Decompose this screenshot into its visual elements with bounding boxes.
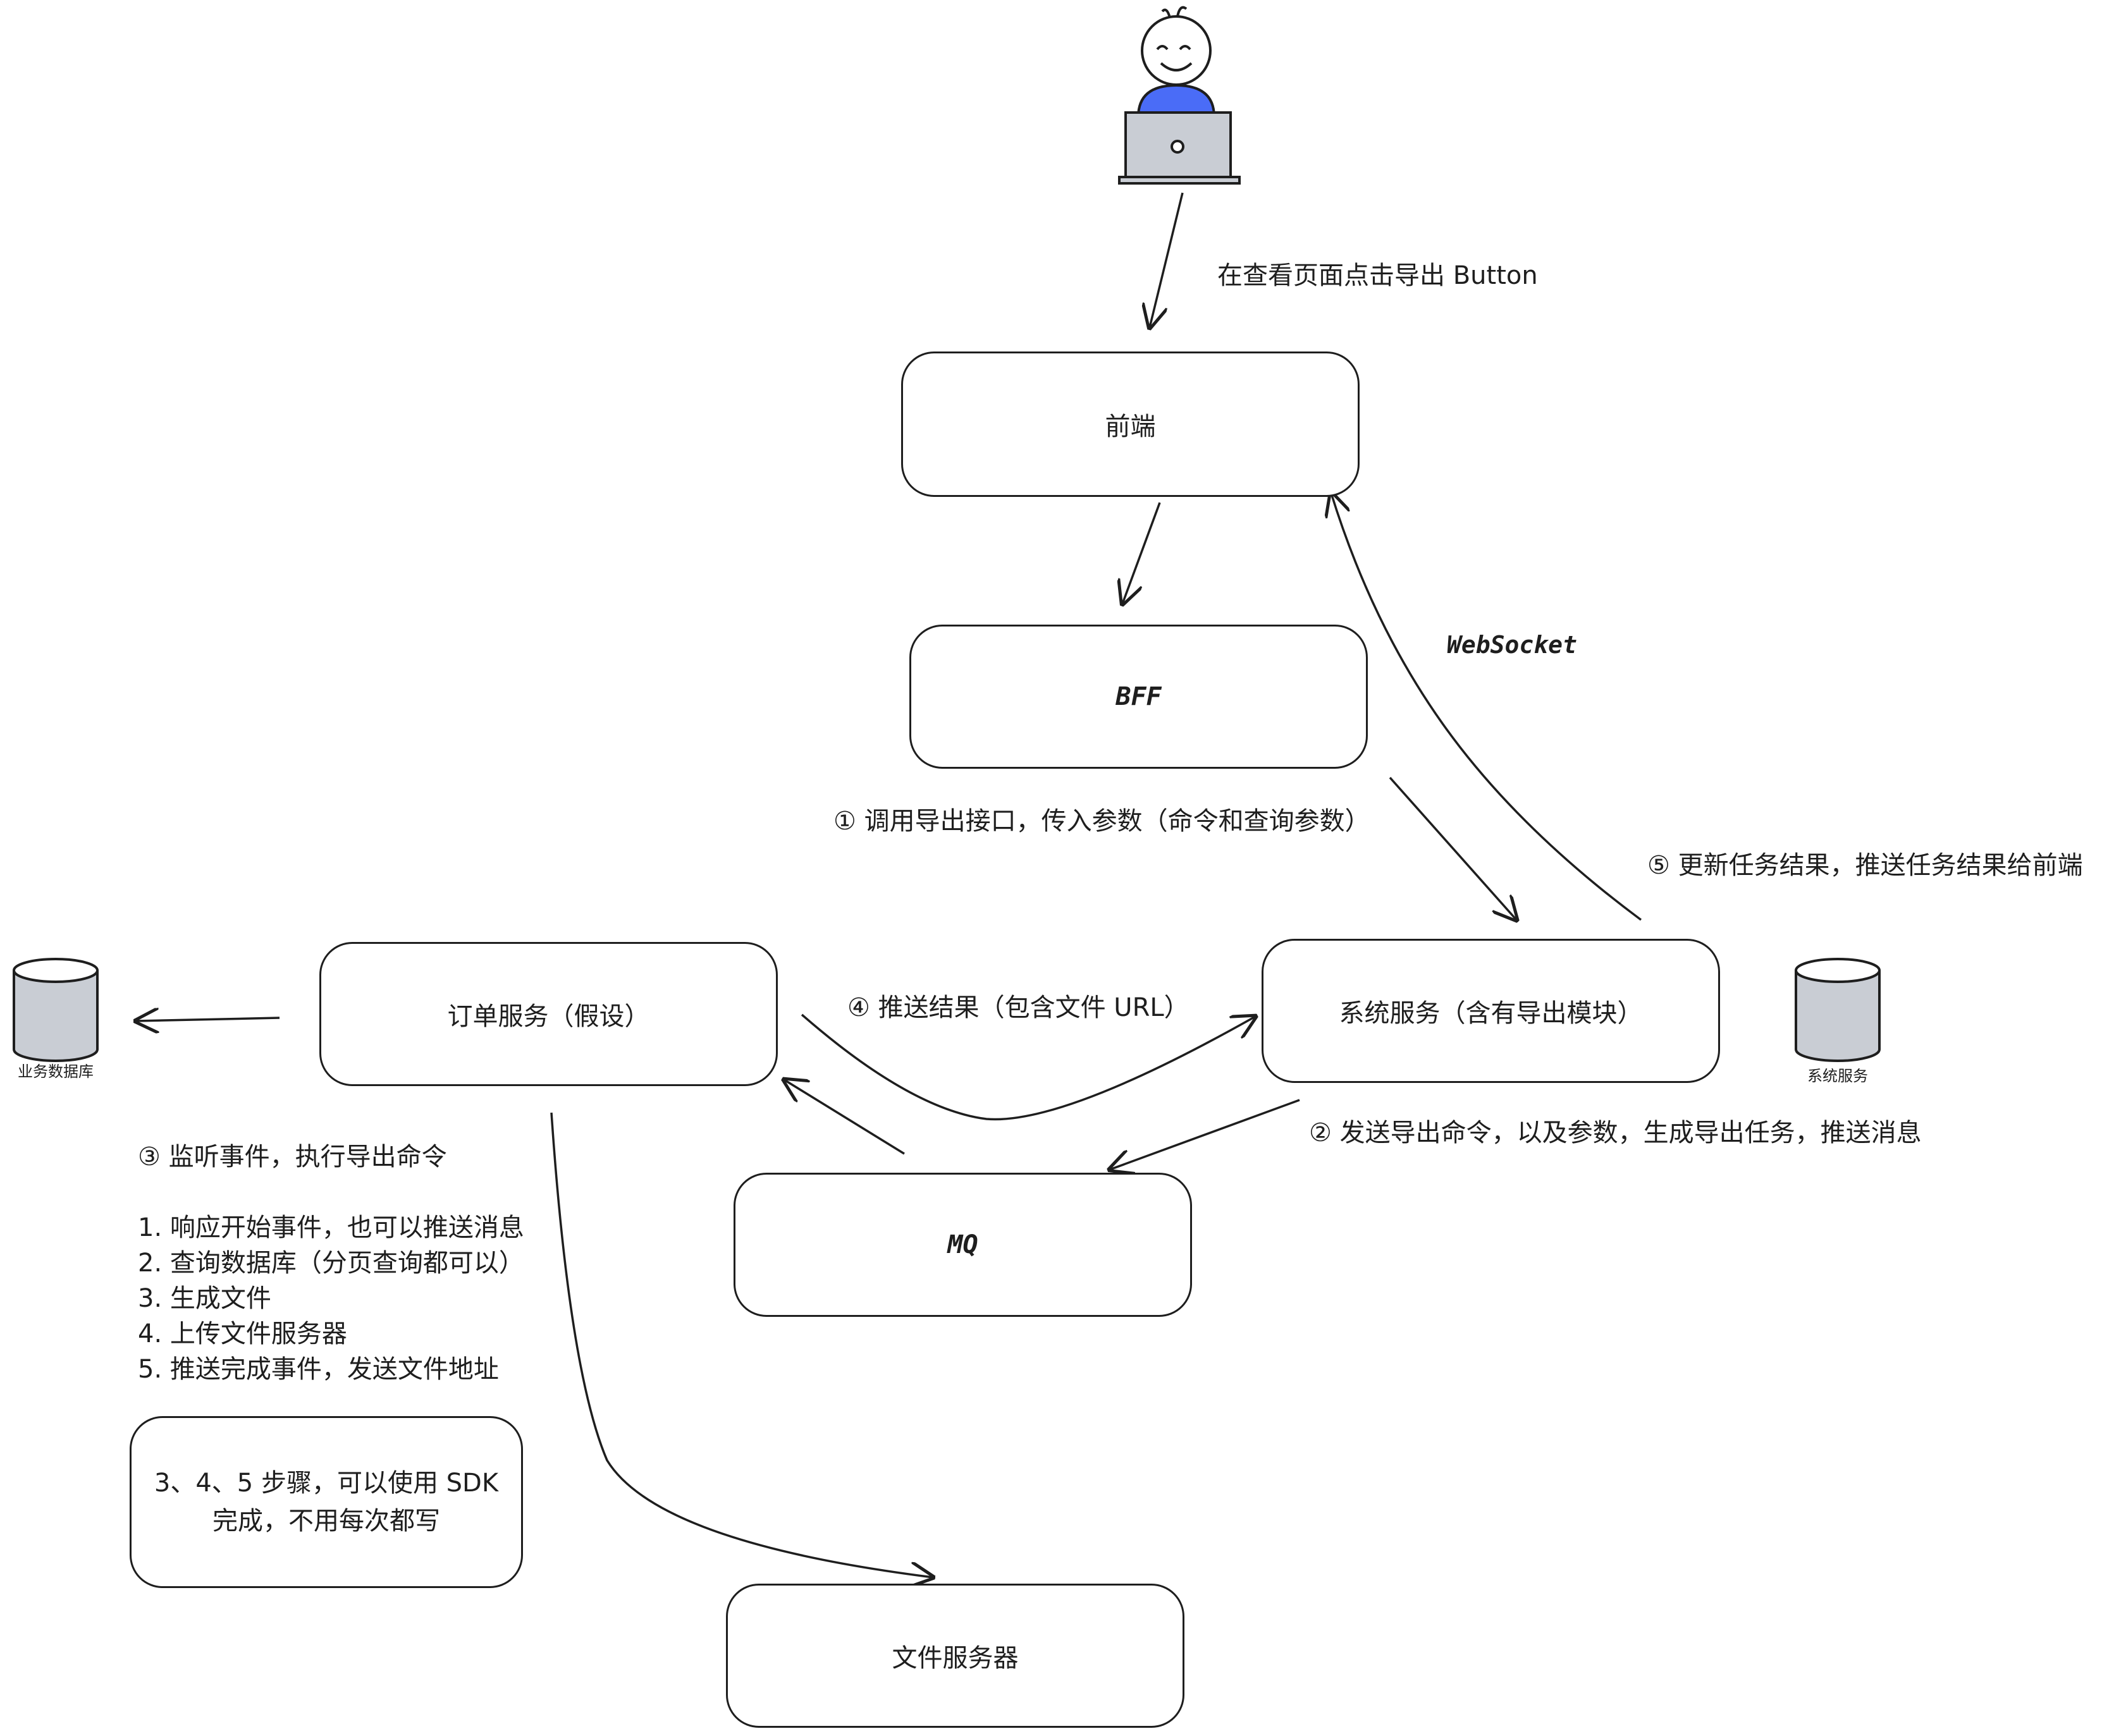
arrow-bff-to-system — [1389, 776, 1516, 920]
step3-item: 5. 推送完成事件，发送文件地址 — [138, 1355, 499, 1384]
business-db-label: 业务数据库 — [18, 1063, 94, 1080]
sdk-note-line2: 完成，不用每次都写 — [212, 1507, 440, 1536]
step2-label: ② 发送导出命令，以及参数，生成导出任务，推送消息 — [1309, 1118, 1922, 1147]
step3-item: 3. 生成文件 — [138, 1284, 271, 1313]
frontend-label: 前端 — [1105, 412, 1156, 441]
system-db-label: 系统服务 — [1807, 1067, 1868, 1085]
bff-node: BFF — [909, 625, 1368, 769]
frontend-node: 前端 — [901, 351, 1360, 497]
arrow-frontend-to-bff — [1122, 502, 1161, 604]
arrow-user-to-frontend — [1150, 192, 1184, 327]
system-service-node: 系统服务（含有导出模块） — [1262, 939, 1720, 1083]
step3-item: 1. 响应开始事件，也可以推送消息 — [138, 1213, 524, 1242]
database-cylinder-icon — [1795, 958, 1881, 1062]
websocket-label: WebSocket — [1447, 631, 1577, 659]
arrow-system-to-frontend-websocket — [1331, 493, 1642, 921]
file-server-node: 文件服务器 — [726, 1584, 1184, 1728]
step4-label: ④ 推送结果（包含文件 URL） — [847, 993, 1189, 1022]
bff-label: BFF — [1116, 682, 1162, 711]
order-service-node: 订单服务（假设） — [319, 942, 778, 1086]
file-server-label: 文件服务器 — [892, 1644, 1019, 1673]
arrow-mq-to-order — [784, 1080, 905, 1155]
sdk-note-line1: 3、4、5 步骤，可以使用 SDK — [154, 1469, 499, 1498]
arrow-order-to-db — [136, 1018, 280, 1021]
click-export-label: 在查看页面点击导出 Button — [1217, 261, 1538, 290]
sdk-note: 3、4、5 步骤，可以使用 SDK 完成，不用每次都写 — [130, 1416, 523, 1588]
system-service-label: 系统服务（含有导出模块） — [1339, 999, 1643, 1028]
arrow-order-to-file-server — [550, 1112, 933, 1577]
step5-label: ⑤ 更新任务结果，推送任务结果给前端 — [1647, 851, 2083, 880]
user-at-laptop-icon — [1118, 6, 1241, 185]
database-cylinder-icon — [13, 958, 99, 1062]
step3-item: 2. 查询数据库（分页查询都可以） — [138, 1249, 524, 1278]
step3-description: ③ 监听事件，执行导出命令 1. 响应开始事件，也可以推送消息 2. 查询数据库… — [138, 1139, 524, 1387]
mq-label: MQ — [947, 1230, 978, 1259]
step1-label: ① 调用导出接口，传入参数（命令和查询参数） — [833, 807, 1370, 836]
arrow-system-to-mq — [1110, 1099, 1300, 1170]
step3-item: 4. 上传文件服务器 — [138, 1319, 347, 1348]
arrow-order-to-system-result — [801, 1015, 1255, 1121]
order-service-label: 订单服务（假设） — [447, 1002, 650, 1031]
step3-title: ③ 监听事件，执行导出命令 — [138, 1142, 447, 1171]
mq-node: MQ — [734, 1173, 1192, 1317]
